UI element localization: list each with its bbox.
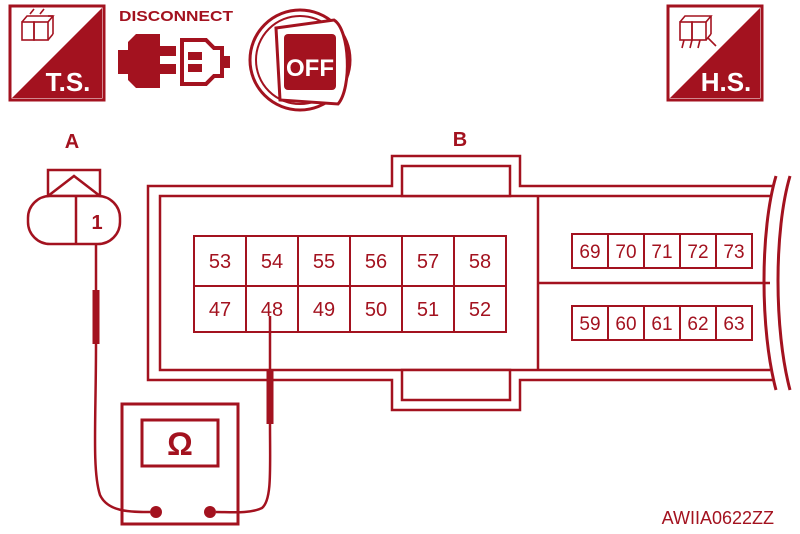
cavity: 61 xyxy=(643,305,681,341)
connector-b-cavities: 53 54 55 56 57 58 47 48 49 50 51 52 69 70 71 72 73 59 60 61… xyxy=(193,233,753,341)
harness-side-badge-icon: H.S. xyxy=(666,4,764,102)
cavity-number: 49 xyxy=(313,299,335,321)
cavity: 72 xyxy=(679,233,717,269)
cavity-number: 54 xyxy=(261,251,283,273)
cavity-number: 48 xyxy=(261,299,283,321)
cavity: 59 xyxy=(571,305,609,341)
cavity: 49 xyxy=(297,285,351,333)
cavity-number: 56 xyxy=(365,251,387,273)
cavity: 62 xyxy=(679,305,717,341)
cavity-number: 55 xyxy=(313,251,335,273)
cavity: 52 xyxy=(453,285,507,333)
cavity-number: 47 xyxy=(209,299,231,321)
cavity: 70 xyxy=(607,233,645,269)
cavity: 73 xyxy=(715,233,753,269)
cavity: 71 xyxy=(643,233,681,269)
cavity-number: 69 xyxy=(579,242,600,263)
ignition-key-off-icon: OFF xyxy=(248,8,352,112)
cavity-number: 57 xyxy=(417,251,439,273)
ignition-off-label: OFF xyxy=(286,55,334,82)
cavity: 57 xyxy=(401,235,455,287)
cavity-number: 63 xyxy=(723,314,744,335)
connector-a-terminal: 1 xyxy=(91,212,102,234)
cavity: 54 xyxy=(245,235,299,287)
cavity-number: 51 xyxy=(417,299,439,321)
meter-symbol: Ω xyxy=(167,426,193,462)
cavity: 47 xyxy=(193,285,247,333)
cavity: 58 xyxy=(453,235,507,287)
cavity-number: 73 xyxy=(723,242,744,263)
connector-a-label: A xyxy=(65,131,79,153)
disconnect-connector-icon xyxy=(118,34,230,88)
cavity: 50 xyxy=(349,285,403,333)
cavity: 48 xyxy=(245,285,299,333)
ts-badge-label: T.S. xyxy=(46,67,91,97)
cavity: 53 xyxy=(193,235,247,287)
cavity: 60 xyxy=(607,305,645,341)
cavity-number: 52 xyxy=(469,299,491,321)
cavity-number: 61 xyxy=(651,314,672,335)
connector-a xyxy=(26,168,122,246)
cavity-number: 50 xyxy=(365,299,387,321)
cavity: 56 xyxy=(349,235,403,287)
cavity: 51 xyxy=(401,285,455,333)
figure-code: AWIIA0622ZZ xyxy=(662,508,774,528)
cavity: 55 xyxy=(297,235,351,287)
hs-badge-label: H.S. xyxy=(701,67,752,97)
cavity-number: 72 xyxy=(687,242,708,263)
trouble-shooting-badge-icon: T.S. xyxy=(8,4,106,102)
connector-b-label: B xyxy=(453,129,467,151)
cavity-number: 70 xyxy=(615,242,636,263)
cavity-number: 59 xyxy=(579,314,600,335)
cavity-number: 62 xyxy=(687,314,708,335)
cavity: 69 xyxy=(571,233,609,269)
test-leads xyxy=(92,244,274,514)
cavity-number: 71 xyxy=(651,242,672,263)
ohmmeter-icon xyxy=(120,402,240,526)
cavity: 63 xyxy=(715,305,753,341)
cavity-number: 53 xyxy=(209,251,231,273)
cavity-number: 58 xyxy=(469,251,491,273)
cavity-number: 60 xyxy=(615,314,636,335)
disconnect-label: DISCONNECT xyxy=(119,8,233,25)
